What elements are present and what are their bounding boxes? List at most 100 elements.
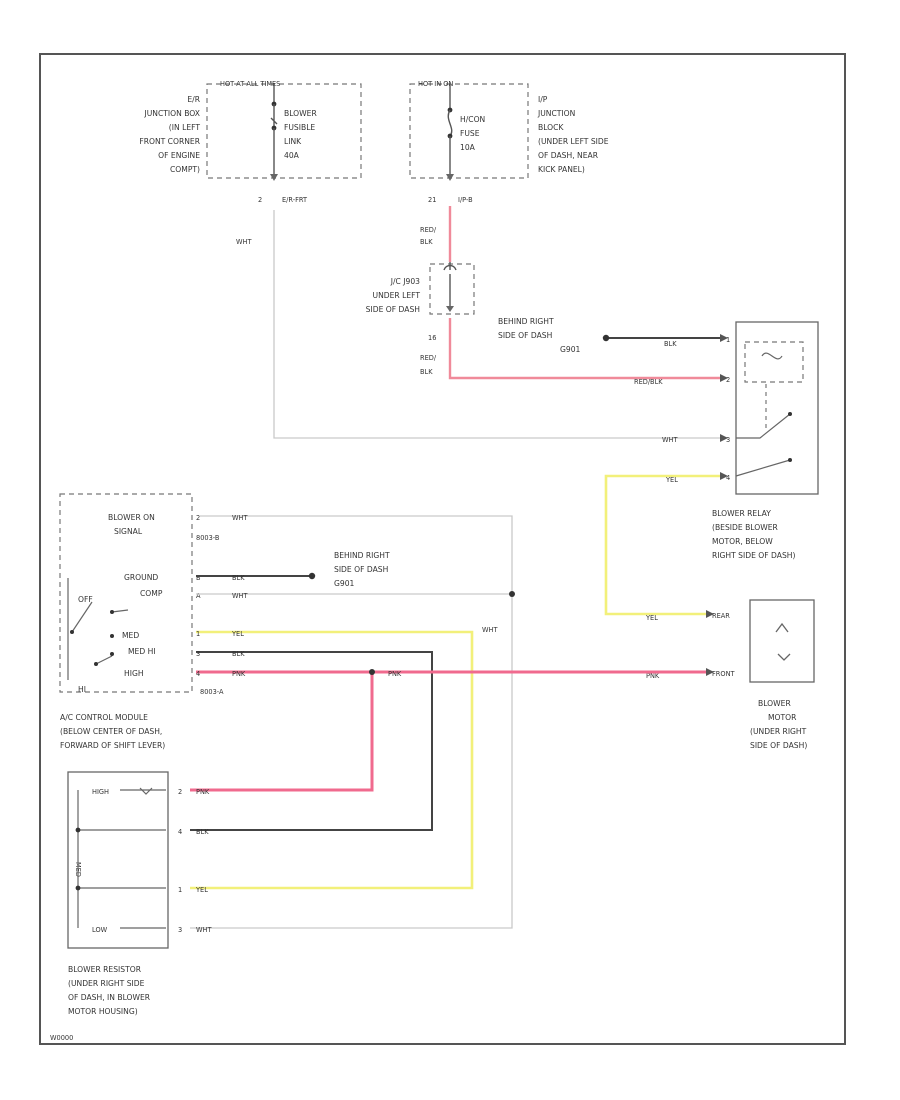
ac-pnk-label-2: PNK — [388, 670, 402, 678]
ip-pin-21: 21 — [428, 196, 436, 204]
ip-jb-line-5: OF DASH, NEAR — [538, 151, 599, 160]
relay-name-4: RIGHT SIDE OF DASH) — [712, 551, 795, 560]
blower-on-signal-1: BLOWER ON — [108, 513, 155, 522]
red-blk-upper-label-2: BLK — [420, 238, 433, 246]
relay-switch — [735, 413, 791, 477]
fusible-link-line-2: FUSIBLE — [284, 123, 315, 132]
ac-control-module: BLOWER ON SIGNAL 8003-B GROUND COMP OFF … — [59, 493, 224, 696]
resistor-name-4: MOTOR HOUSING) — [68, 1007, 138, 1016]
relay-blk-label: BLK — [664, 340, 677, 348]
ac-medhi-label: MED HI — [128, 647, 156, 656]
ac-yel-label: YEL — [231, 630, 244, 638]
ip-jb-line-3: BLOCK — [538, 123, 564, 132]
resistor-wht-label: WHT — [196, 926, 212, 934]
relay-name-2: (BESIDE BLOWER — [712, 523, 779, 532]
motor-name-1: BLOWER — [758, 699, 791, 708]
pnk-resistor-wire — [190, 672, 374, 792]
er-jb-line-1: E/R — [187, 95, 200, 104]
red-blk-upper-label-1: RED/ — [420, 226, 437, 234]
ac-comp-label: COMP — [140, 589, 163, 598]
resistor-pin-3: 3 — [178, 926, 182, 934]
er-jb-line-5: OF ENGINE — [158, 151, 200, 160]
resistor-low-label: LOW — [92, 926, 108, 934]
ac-a-pin-3: 3 — [196, 650, 200, 658]
ac-blk-label: BLK — [232, 650, 245, 658]
ac-high-label: HIGH — [124, 669, 144, 678]
blower-motor: REAR FRONT BLOWER MOTOR (UNDER RIGHT SID… — [712, 599, 815, 750]
red-blk-lower-label-1: RED/ — [420, 354, 437, 362]
ac-ground-loc-2: SIDE OF DASH — [334, 565, 388, 574]
ip-jb-line-2: JUNCTION — [537, 109, 575, 118]
resistor-name-3: OF DASH, IN BLOWER — [68, 993, 151, 1002]
ac-wht-vertical-label: WHT — [482, 626, 498, 634]
er-junction-block: HOT AT ALL TIMES E/R JUNCTION BOX (IN LE… — [139, 80, 362, 179]
ac-hi-label: HI — [78, 685, 86, 694]
jc-label-2: UNDER LEFT — [373, 291, 421, 300]
er-jb-line-3: (IN LEFT — [169, 123, 201, 132]
ip-jb-line-6: KICK PANEL) — [538, 165, 585, 174]
ac-module-name-1: A/C CONTROL MODULE — [60, 713, 148, 722]
motor-yel-label: YEL — [645, 614, 658, 622]
resistor-high-label: HIGH — [92, 788, 109, 796]
ac-b-pin-2: 2 — [196, 514, 200, 522]
motor-pnk-label: PNK — [646, 672, 660, 680]
ac-a-pin-1: 1 — [196, 630, 200, 638]
yel-med-wire — [190, 630, 474, 890]
relay-pin-3: 3 — [726, 436, 730, 444]
jc-label-1: J/C J903 — [390, 277, 420, 286]
fusible-link-symbol — [270, 104, 278, 128]
blower-relay: 1 2 3 4 BLOWER RELAY (BESIDE BLOWER MOTO… — [712, 321, 819, 560]
blk-medhi-wire — [190, 651, 433, 831]
hot-in-on-label: HOT IN ON — [418, 80, 453, 88]
red-blk-lower-label-2: BLK — [420, 368, 433, 376]
jc-j903: J/C J903 UNDER LEFT SIDE OF DASH — [366, 263, 475, 315]
resistor-name-2: (UNDER RIGHT SIDE — [68, 979, 145, 988]
relay-ground-label-1: BEHIND RIGHT — [498, 317, 554, 326]
relay-name-3: MOTOR, BELOW — [712, 537, 773, 546]
relay-coil — [761, 352, 783, 360]
blower-on-signal-2: SIGNAL — [114, 527, 143, 536]
resistor-pnk-label: PNK — [196, 788, 210, 796]
er-jb-line-4: FRONT CORNER — [139, 137, 200, 146]
motor-pin-rear: REAR — [712, 612, 730, 620]
er-frt-connector-label: E/R-FRT — [282, 196, 308, 204]
fusible-link-line-1: BLOWER — [284, 109, 317, 118]
resistor-yel-label: YEL — [195, 886, 208, 894]
diagram-code: W0000 — [50, 1034, 73, 1042]
motor-name-3: (UNDER RIGHT — [750, 727, 807, 736]
resistor-pin-4: 4 — [178, 828, 182, 836]
relay-pin-2: 2 — [726, 376, 730, 384]
resistor-pin-2: 2 — [178, 788, 182, 796]
ac-wht-signal-label: WHT — [232, 514, 248, 522]
ac-connector-a: 8003-A — [200, 688, 224, 696]
er-jb-line-6: COMPT) — [170, 165, 200, 174]
resistor-internal — [77, 789, 166, 929]
hvcon-fuse-line-2: FUSE — [460, 129, 480, 138]
relay-ground-label-3: G901 — [560, 345, 581, 354]
red-blk-wire-lower — [448, 318, 720, 380]
jc-label-3: SIDE OF DASH — [366, 305, 420, 314]
ac-a-pin-4: 4 — [196, 670, 200, 678]
ac-ground-loc-3: G901 — [334, 579, 355, 588]
resistor-blk-label: BLK — [196, 828, 209, 836]
fusible-link-line-3: LINK — [284, 137, 302, 146]
resistor-pin-1: 1 — [178, 886, 182, 894]
wht-feed-wire — [273, 210, 720, 439]
ac-ground-loc-1: BEHIND RIGHT — [334, 551, 390, 560]
hvcon-fuse-line-1: H/CON — [460, 115, 485, 124]
wht-signal-loop — [190, 515, 513, 929]
hvcon-fuse-line-3: 10A — [460, 143, 476, 152]
ac-ground-blk-label: BLK — [232, 574, 245, 582]
ip-junction-block: HOT IN ON H/CON FUSE 10A I/P JUNCTION BL… — [409, 80, 609, 179]
blower-resistor: HIGH LOW MED — [67, 771, 169, 949]
ac-comp-wht-label: WHT — [232, 592, 248, 600]
motor-name-2: MOTOR — [768, 713, 797, 722]
motor-pin-front: FRONT — [712, 670, 735, 678]
relay-wht-label: WHT — [662, 436, 678, 444]
relay-yel-label: YEL — [665, 476, 678, 484]
ip-jb-line-1: I/P — [538, 95, 548, 104]
ac-med-label: MED — [122, 631, 139, 640]
relay-name-1: BLOWER RELAY — [712, 509, 771, 518]
ac-module-name-2: (BELOW CENTER OF DASH, — [60, 727, 162, 736]
